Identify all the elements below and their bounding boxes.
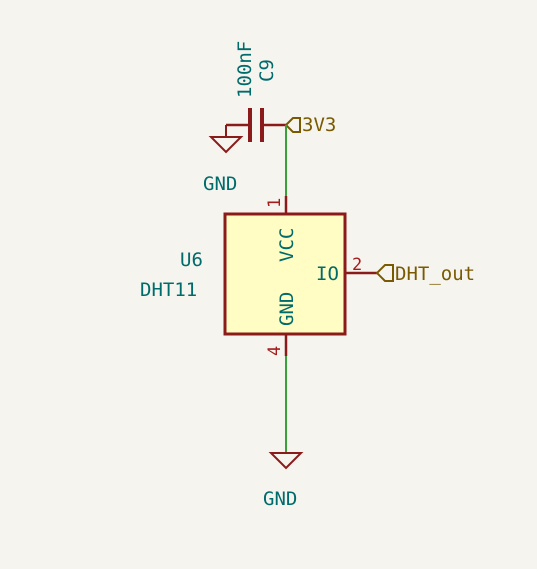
capacitor-ref: C9 (256, 59, 278, 82)
pin-name-vcc: VCC (276, 228, 298, 262)
global-label-dht-out[interactable]: DHT_out (375, 263, 475, 285)
bottom-ground-label: GND (263, 488, 297, 510)
sensor-value: DHT11 (140, 279, 197, 301)
pin-number-2: 2 (352, 255, 362, 275)
pin-number-4: 4 (265, 346, 285, 356)
capacitor-ground-label: GND (203, 173, 237, 195)
power-label-3v3: 3V3 (302, 114, 336, 136)
pin-name-gnd: GND (276, 292, 298, 326)
pin-name-io: IO (316, 263, 339, 285)
power-flag-3v3[interactable]: 3V3 (284, 114, 336, 136)
capacitor-ground-symbol (208, 125, 244, 154)
sensor-ref: U6 (180, 249, 203, 271)
capacitor-value: 100nF (234, 41, 256, 98)
dht-out-label: DHT_out (395, 263, 475, 285)
pin-number-1: 1 (265, 198, 285, 208)
capacitor-c9[interactable] (226, 108, 286, 142)
sensor-u6[interactable] (223, 196, 377, 356)
bottom-ground-symbol (268, 452, 304, 470)
